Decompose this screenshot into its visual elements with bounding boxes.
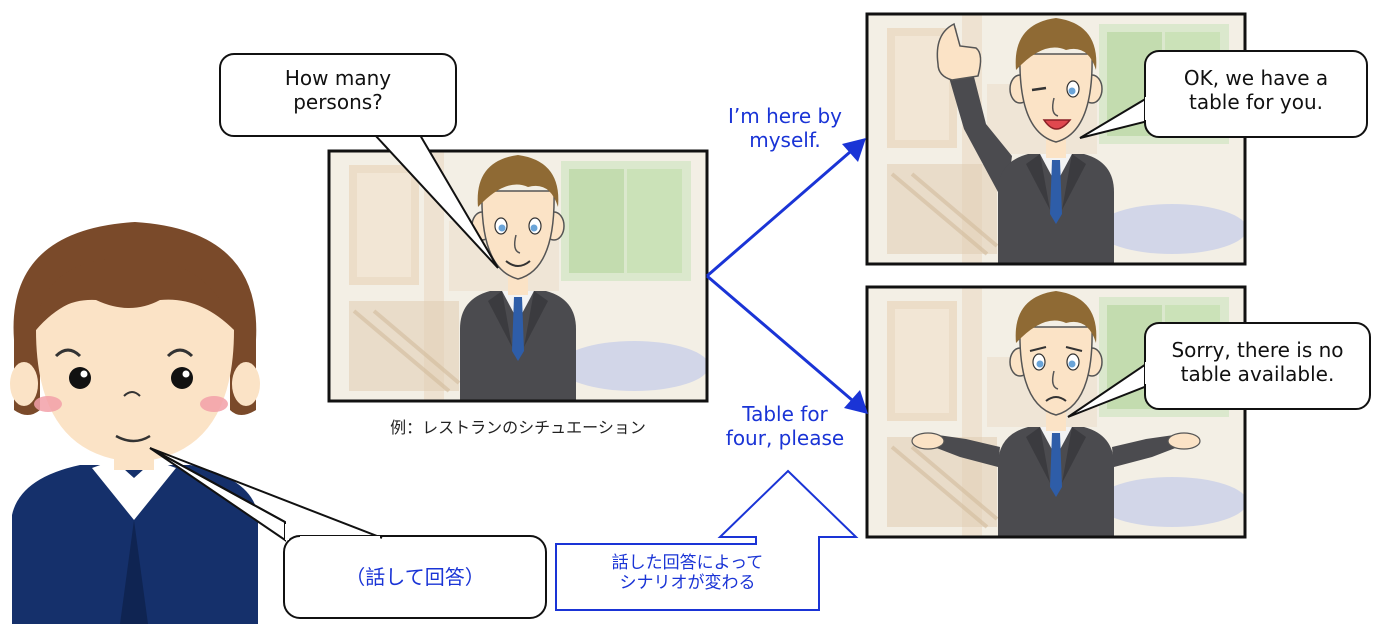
accepted-scene-frame [865,12,1247,266]
reject-reply-bubble [1067,322,1371,418]
reject-reply-line-1: Sorry, there is no [1171,338,1344,362]
answer-four-text: Table for four, please [700,402,870,450]
user-speech-text: （話して回答） [345,565,485,589]
note-arrow-text: 話した回答によって シナリオが変わる [556,553,819,594]
question-bubble [219,53,499,269]
accept-reply-line-1: OK, we have a [1183,66,1329,90]
answer-myself-line-2: myself. [749,128,821,152]
reject-reply-text: Sorry, there is no table available. [1145,338,1370,386]
branch-arrows [706,138,868,414]
reject-reply-line-2: table available. [1180,362,1335,386]
answer-four-line-1: Table for [742,402,828,426]
note-up-arrow [555,469,859,611]
answer-myself-text: I’m here by myself. [700,104,870,152]
center-scene-frame [327,149,709,403]
accept-reply-bubble [1079,50,1368,139]
user-speech-bubble [149,447,547,619]
scene-caption: 例：レストランのシチュエーション [390,418,646,437]
accept-reply-line-2: table for you. [1189,90,1323,114]
accept-reply-text: OK, we have a table for you. [1145,66,1367,114]
answer-four-line-2: four, please [725,426,845,450]
note-line-2: シナリオが変わる [619,573,756,594]
rejected-scene-frame [865,285,1247,539]
question-line-1: How many [284,66,392,90]
note-line-1: 話した回答によって [611,553,764,573]
answer-myself-line-1: I’m here by [727,104,843,128]
question-line-2: persons? [293,90,383,114]
user-character [10,222,260,624]
question-bubble-text: How many persons? [220,66,456,114]
